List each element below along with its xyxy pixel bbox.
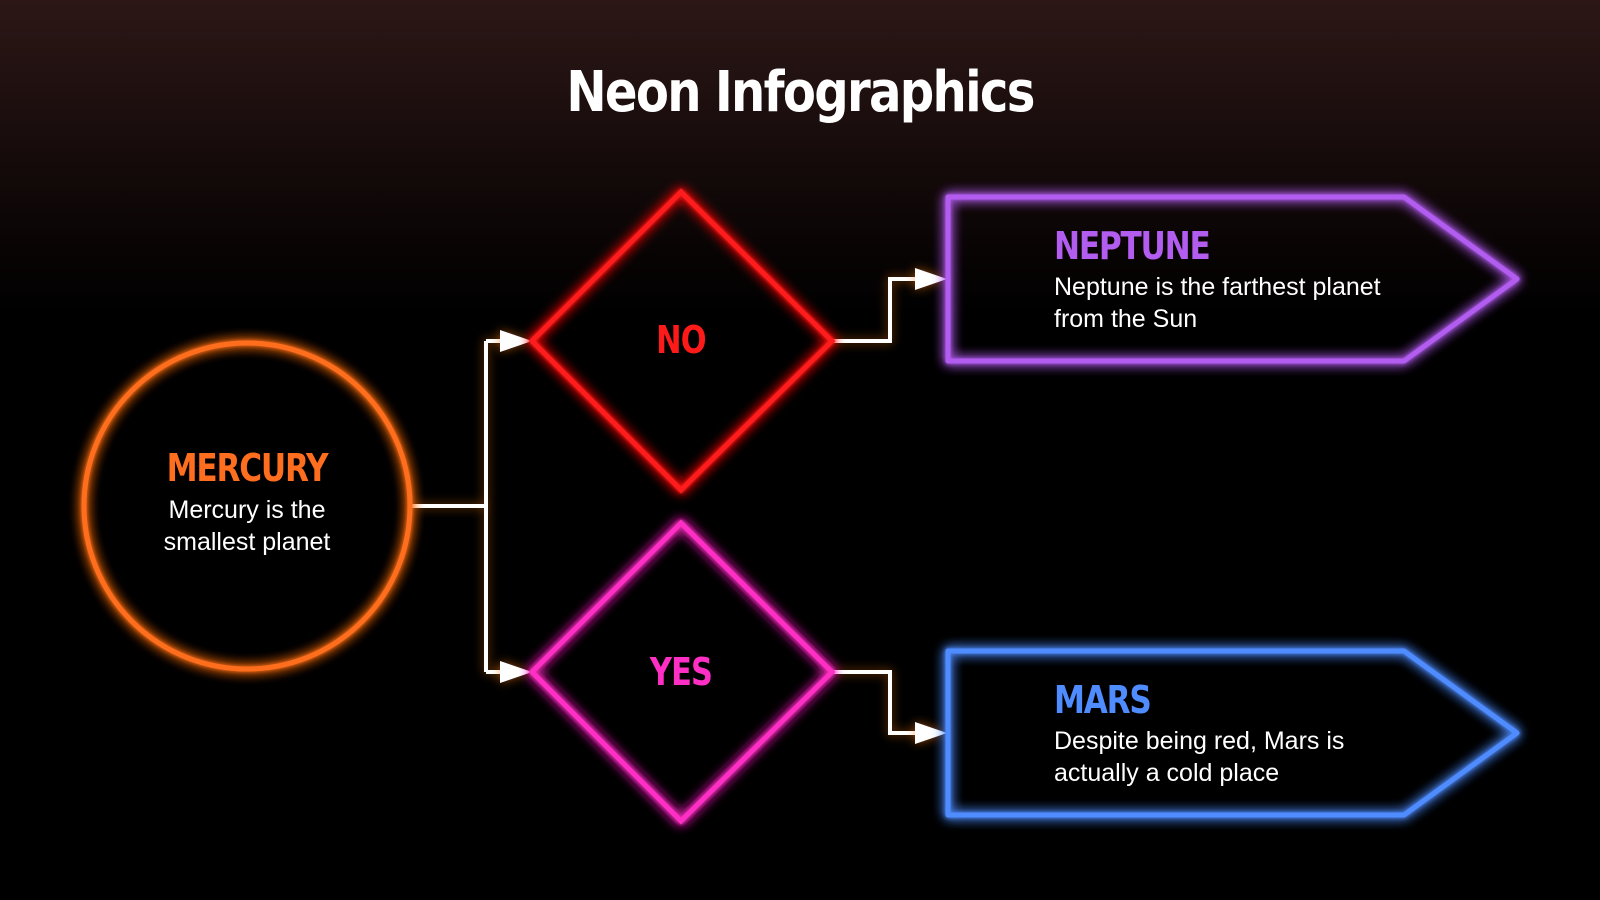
neptune-node: NEPTUNE Neptune is the farthest planet f…: [1054, 224, 1454, 335]
neptune-description-line1: Neptune is the farthest planet: [1054, 272, 1381, 301]
mercury-node: MERCURY Mercury is the smallest planet: [97, 446, 397, 558]
mercury-heading: MERCURY: [166, 446, 329, 490]
neptune-heading: NEPTUNE: [1054, 224, 1211, 268]
yes-label: YES: [649, 650, 713, 694]
mercury-description-line2: smallest planet: [163, 527, 331, 556]
connector-mercury-branch: [412, 339, 505, 674]
neptune-description-line2: from the Sun: [1054, 304, 1198, 333]
mars-arrow-box: [945, 648, 1520, 818]
arrowhead-icon: [915, 722, 947, 744]
arrowhead-icon: [500, 330, 532, 683]
mercury-circle: [81, 340, 413, 672]
no-diamond: [528, 188, 836, 494]
arrowhead-icon: [915, 268, 947, 290]
mars-node: MARS Despite being red, Mars is actually…: [1054, 678, 1454, 789]
mars-description-line2: actually a cold place: [1054, 758, 1280, 787]
mars-description-line1: Despite being red, Mars is: [1054, 726, 1345, 755]
connector-yes-mars: [832, 670, 918, 735]
neptune-arrow-box: [945, 194, 1520, 364]
mercury-description-line1: Mercury is the: [168, 495, 326, 524]
yes-diamond: [528, 519, 836, 825]
no-label: NO: [656, 318, 706, 362]
page-title: Neon Infographics: [566, 60, 1035, 125]
mars-heading: MARS: [1054, 678, 1152, 722]
connector-no-neptune: [832, 277, 918, 343]
